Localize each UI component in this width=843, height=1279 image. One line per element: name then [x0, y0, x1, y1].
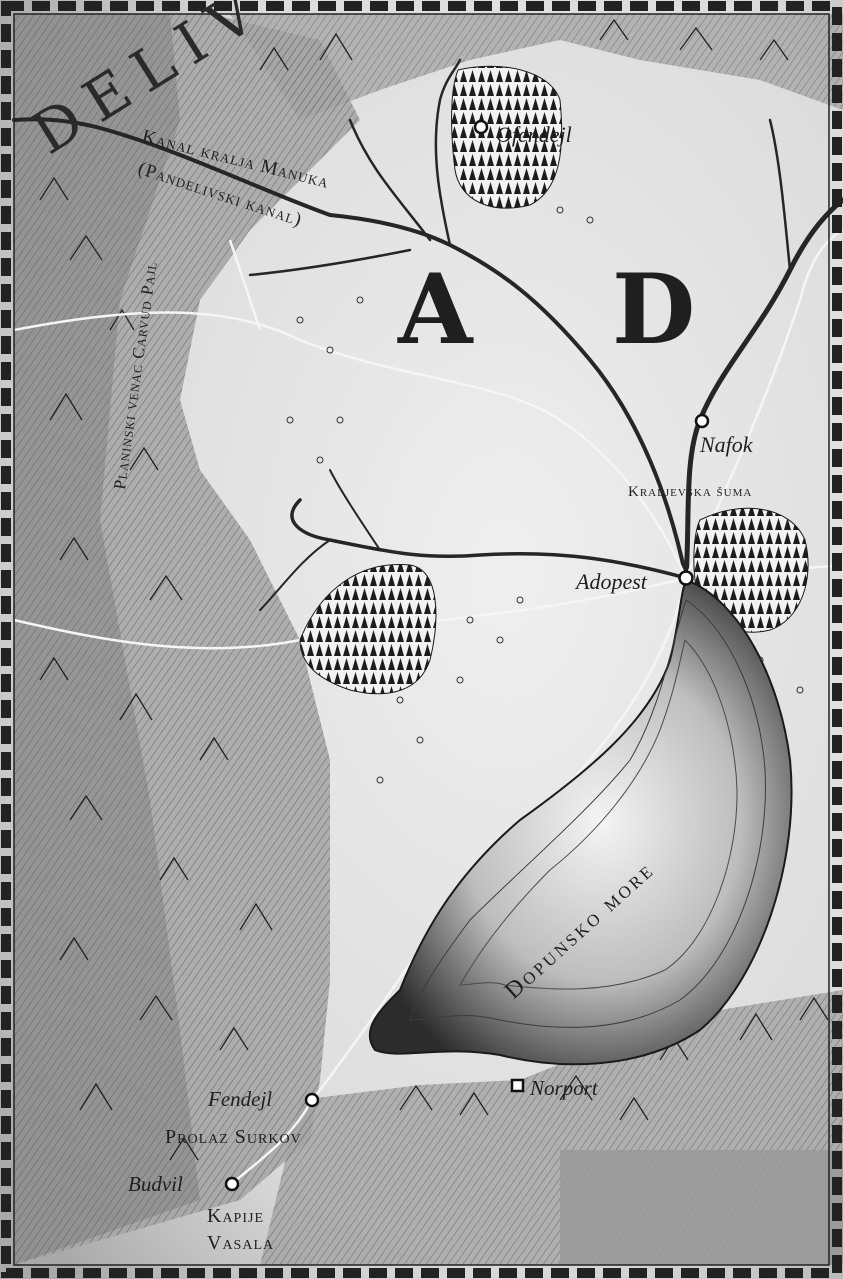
town-marker-norport: [510, 1078, 525, 1093]
town-label-fendejl: Fendejl: [208, 1087, 273, 1111]
mountain-peaks: [39, 18, 829, 1161]
town-marker-fendejl: [304, 1092, 320, 1108]
river-nw: [328, 213, 688, 580]
forests: [299, 65, 809, 695]
northern-mountains: [230, 14, 843, 120]
river-west: [290, 498, 688, 580]
western-mountains: [14, 14, 360, 1265]
town-markers: [224, 119, 710, 1192]
town-label-budvil: Budvil: [128, 1172, 183, 1196]
dopunsko-more-lake: [368, 578, 793, 1066]
region-letter-d: D: [612, 253, 696, 366]
town-marker-budvil: [224, 1176, 240, 1192]
label-kapije-line2: Vasala: [207, 1232, 275, 1254]
label-kraljevska-suma: Kraljevska šuma: [628, 484, 753, 500]
town-label-nafok: Nafok: [700, 432, 753, 457]
river-main: [683, 197, 843, 581]
town-marker-adopest: [678, 570, 694, 586]
forest-ofendejl: [451, 65, 563, 209]
rivers: [12, 58, 843, 611]
forest-kraljevska: [693, 507, 809, 633]
shrubs: [286, 206, 804, 784]
town-label-ofendejl: Ofendejl: [496, 122, 572, 147]
southern-lowland: [560, 1150, 843, 1265]
town-marker-nafok: [694, 413, 710, 429]
kanal: [12, 117, 332, 217]
town-label-norport: Norport: [530, 1076, 598, 1100]
label-prolaz-surkov: Prolaz Surkov: [165, 1126, 302, 1148]
town-label-adopest: Adopest: [576, 569, 647, 594]
town-marker-ofendejl: [473, 119, 489, 135]
label-kapije-line1: Kapije: [207, 1205, 265, 1227]
forest-west: [299, 563, 437, 695]
region-letter-a: A: [398, 253, 473, 366]
